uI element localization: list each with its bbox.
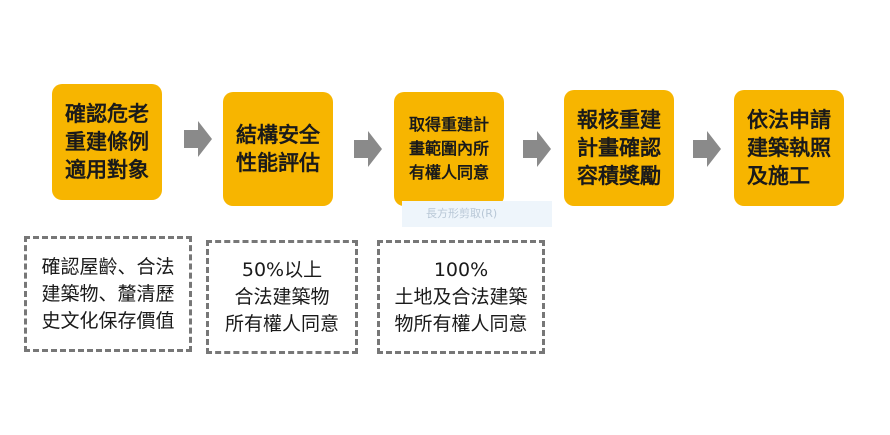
arrow-right-icon xyxy=(184,121,212,157)
arrow-right-icon xyxy=(354,131,382,167)
step-3-box: 取得重建計 畫範圍內所 有權人同意 xyxy=(394,92,504,206)
note-box-2: 50%以上 合法建築物 所有權人同意 xyxy=(206,240,358,354)
step-2-line-2: 性能評估 xyxy=(236,151,320,175)
step-1-line-2: 重建條例 xyxy=(65,130,149,154)
note-3-line-3: 物所有權人同意 xyxy=(394,312,528,335)
note-2-line-2: 合法建築物 xyxy=(234,285,330,308)
note-3-line-2: 土地及合法建築 xyxy=(394,285,528,308)
step-4-line-1: 報核重建 xyxy=(577,108,661,132)
note-1-line-1: 確認屋齡、合法 xyxy=(41,255,175,278)
note-1-line-3: 史文化保存價值 xyxy=(41,309,175,332)
snip-watermark: 長方形剪取(R) xyxy=(402,201,552,227)
arrow-right-icon xyxy=(693,131,721,167)
step-5-line-1: 依法申請 xyxy=(747,108,831,132)
step-2-line-1: 結構安全 xyxy=(236,123,320,147)
note-3-line-1: 100% xyxy=(433,258,489,281)
step-3-line-2: 畫範圍內所 xyxy=(408,139,489,158)
step-4-box: 報核重建 計畫確認 容積獎勵 xyxy=(564,90,674,206)
step-5-box: 依法申請 建築執照 及施工 xyxy=(734,90,844,206)
watermark-text: 長方形剪取(R) xyxy=(426,207,498,220)
step-2-box: 結構安全 性能評估 xyxy=(223,92,333,206)
note-2-line-1: 50%以上 xyxy=(241,258,323,281)
note-2-line-3: 所有權人同意 xyxy=(224,312,339,335)
step-5-line-3: 及施工 xyxy=(747,164,810,188)
arrow-right-icon xyxy=(523,131,551,167)
step-3-line-1: 取得重建計 xyxy=(408,115,489,134)
step-4-line-3: 容積獎勵 xyxy=(577,164,661,188)
step-1-line-1: 確認危老 xyxy=(65,102,149,126)
note-box-3: 100% 土地及合法建築 物所有權人同意 xyxy=(377,240,545,354)
note-box-1: 確認屋齡、合法 建築物、釐清歷 史文化保存價值 xyxy=(24,236,192,352)
step-1-box: 確認危老 重建條例 適用對象 xyxy=(52,84,162,200)
note-1-line-2: 建築物、釐清歷 xyxy=(41,282,175,305)
step-1-line-3: 適用對象 xyxy=(65,158,149,182)
step-5-line-2: 建築執照 xyxy=(747,136,831,160)
step-3-line-3: 有權人同意 xyxy=(408,163,489,182)
step-4-line-2: 計畫確認 xyxy=(577,136,661,160)
